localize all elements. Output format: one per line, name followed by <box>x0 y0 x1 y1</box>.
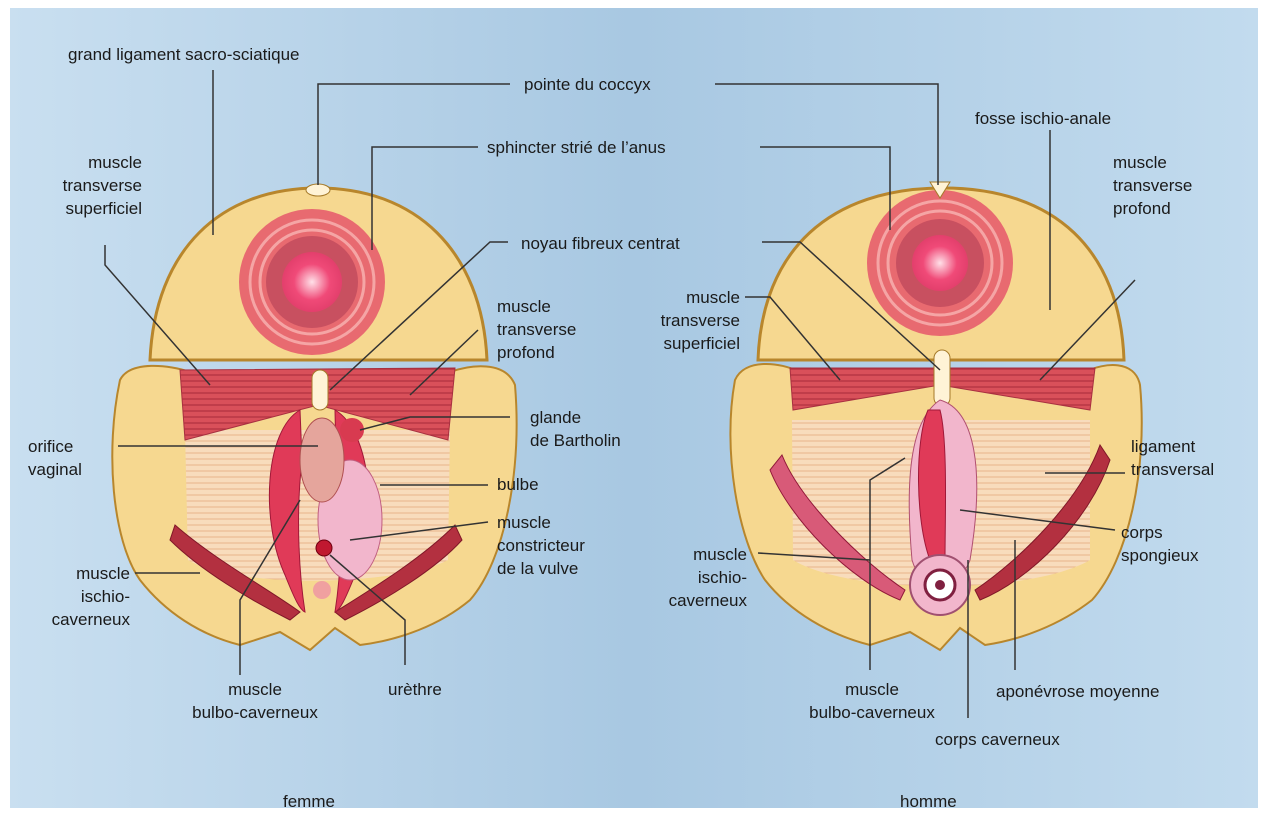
label-corps-caverneux: corps caverneux <box>935 728 1060 751</box>
male-anal-sphincter <box>867 190 1013 336</box>
label-female-ischio-caverneux: muscle ischio- caverneux <box>30 562 130 631</box>
female-vaginal-orifice <box>300 418 344 502</box>
label-corps-spongieux: corps spongieux <box>1121 521 1199 567</box>
label-orifice-vaginal: orifice vaginal <box>28 435 82 481</box>
label-bulbe: bulbe <box>497 473 539 496</box>
label-sphincter: sphincter strié de l’anus <box>487 136 666 159</box>
caption-femme: femme <box>283 790 335 813</box>
male-pelvic-floor <box>730 182 1141 650</box>
label-male-transverse-profond: muscle transverse profond <box>1113 151 1192 220</box>
label-fosse-ischio-anale: fosse ischio-anale <box>975 107 1111 130</box>
label-female-transverse-superficiel: muscle transverse superficiel <box>40 151 142 220</box>
label-male-transverse-superficiel: muscle transverse superficiel <box>620 286 740 355</box>
label-aponevrose-moyenne: aponévrose moyenne <box>996 680 1160 703</box>
label-male-ischio-caverneux: muscle ischio- caverneux <box>645 543 747 612</box>
label-female-transverse-profond: muscle transverse profond <box>497 295 576 364</box>
label-glande-bartholin: glande de Bartholin <box>530 406 621 452</box>
label-constricteur-vulve: muscle constricteur de la vulve <box>497 511 585 580</box>
label-grand-ligament: grand ligament sacro-sciatique <box>68 43 300 66</box>
female-anal-sphincter <box>239 209 385 355</box>
female-coccyx <box>306 184 330 196</box>
caption-homme: homme <box>900 790 957 813</box>
male-central-tendon <box>934 350 950 406</box>
label-noyau-fibreux: noyau fibreux centrat <box>521 232 680 255</box>
label-ligament-transversal: ligament transversal <box>1131 435 1214 481</box>
label-pointe-coccyx: pointe du coccyx <box>524 73 651 96</box>
label-urethre: urèthre <box>388 678 442 701</box>
female-central-tendon <box>312 370 328 410</box>
label-female-bulbo-caverneux: muscle bulbo-caverneux <box>185 678 325 724</box>
label-male-bulbo-caverneux: muscle bulbo-caverneux <box>802 678 942 724</box>
female-urethra <box>316 540 332 556</box>
